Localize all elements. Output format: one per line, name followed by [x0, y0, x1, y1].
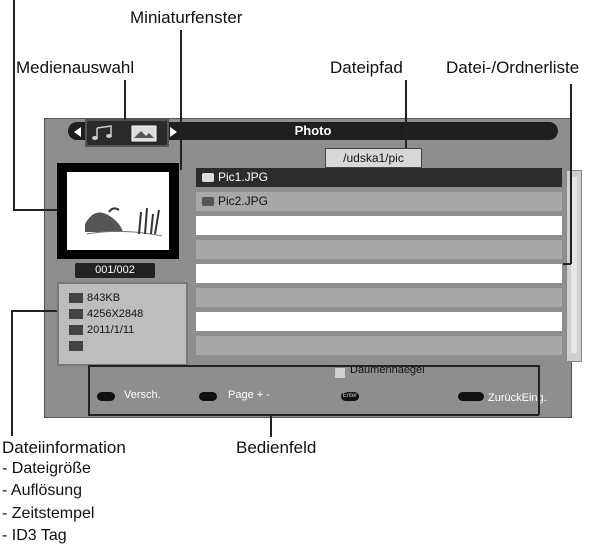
- label-dateipfad: Dateipfad: [330, 58, 403, 77]
- file-path: /udska1/pic: [325, 148, 422, 168]
- photo-icon[interactable]: [131, 124, 159, 142]
- file-counter: 001/002: [75, 263, 155, 278]
- music-icon[interactable]: [91, 125, 121, 141]
- media-selector[interactable]: [85, 119, 169, 147]
- page-label: Page + -: [228, 389, 270, 401]
- list-row-empty: [196, 216, 562, 235]
- list-row-empty: [196, 312, 562, 331]
- label-dateiinformation: Dateiinformation: [2, 438, 126, 457]
- camera-icon: [202, 197, 214, 207]
- label-bedienfeld: Bedienfeld: [236, 438, 317, 457]
- back-button-icon[interactable]: [458, 392, 484, 401]
- thumbnail-mode-icon[interactable]: [334, 367, 346, 379]
- info-item-timestamp: - Zeitstempel: [2, 505, 95, 522]
- page-button-icon[interactable]: [199, 392, 217, 401]
- info-item-id3: - ID3 Tag: [2, 527, 67, 544]
- screen-title: Photo: [294, 123, 332, 138]
- label-medienauswahl: Medienauswahl: [16, 58, 135, 77]
- info-item-size: - Dateigröße: [2, 460, 91, 477]
- scrollbar-track[interactable]: [571, 177, 577, 353]
- thumbnail-mode-label: Daumennaegel: [350, 364, 425, 376]
- list-row-empty: [196, 288, 562, 307]
- scrollbar[interactable]: [566, 170, 582, 362]
- list-row-empty: [196, 336, 562, 355]
- tag-icon: [69, 341, 83, 352]
- label-miniaturfenster: Miniaturfenster: [130, 8, 243, 27]
- arrow-left-icon[interactable]: [74, 127, 81, 137]
- file-info-panel: 843KB 4256X2848 2011/1/11: [57, 282, 188, 366]
- title-bar: Photo: [68, 122, 558, 140]
- back-label: ZurückEing.: [488, 392, 547, 404]
- size-icon: [69, 293, 83, 304]
- info-resolution: 4256X2848: [69, 308, 143, 320]
- list-row-empty: [196, 264, 562, 283]
- list-item[interactable]: Pic1.JPG: [196, 168, 562, 187]
- thumbnail-window: [57, 163, 179, 259]
- label-ordnerliste: Datei-/Ordnerliste: [446, 58, 580, 77]
- info-id3: [69, 340, 87, 352]
- arrow-right-icon[interactable]: [170, 127, 177, 137]
- resolution-icon: [69, 309, 83, 320]
- thumbnail-image-icon: [85, 207, 163, 237]
- camera-icon: [202, 173, 214, 183]
- enter-button-icon[interactable]: Enter: [341, 392, 359, 401]
- info-size: 843KB: [69, 292, 120, 304]
- calendar-icon: [69, 325, 83, 336]
- file-list[interactable]: Pic1.JPG Pic2.JPG: [196, 168, 562, 361]
- move-label: Versch.: [124, 389, 161, 401]
- info-item-resolution: - Auflösung: [2, 482, 83, 499]
- list-item[interactable]: Pic2.JPG: [196, 192, 562, 211]
- move-button-icon[interactable]: [97, 392, 115, 401]
- info-date: 2011/1/11: [69, 324, 134, 336]
- list-row-empty: [196, 240, 562, 259]
